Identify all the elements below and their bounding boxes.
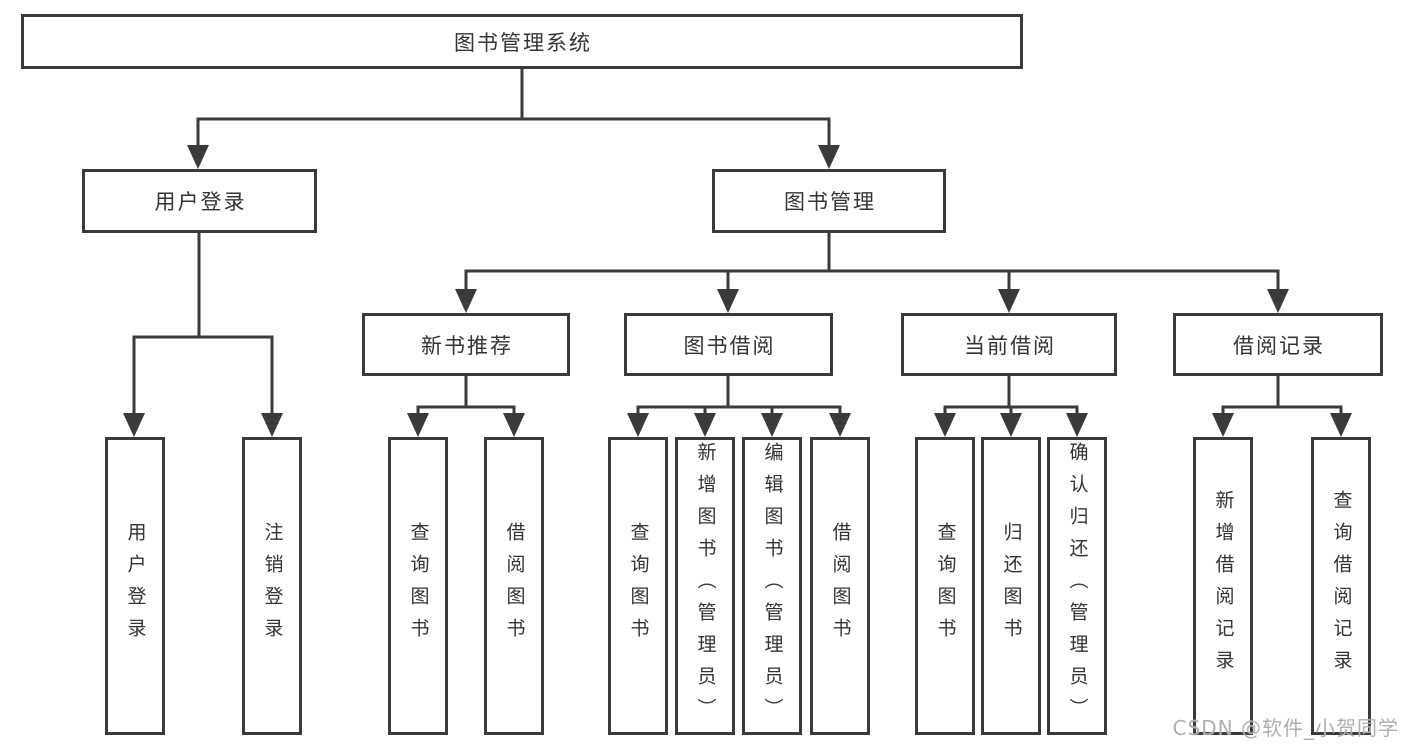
- node-user-login: 用户登录: [82, 169, 317, 233]
- leaf-add-book-admin: 新增图书（管理员）: [675, 437, 735, 735]
- connector-bookborrow-to-leaves: [636, 376, 842, 418]
- leaf-query-book: 查询图书: [388, 437, 448, 735]
- leaf-confirm-return-admin: 确认归还（管理员）: [1047, 437, 1107, 735]
- node-borrow-record: 借阅记录: [1173, 313, 1383, 376]
- node-current-borrow: 当前借阅: [901, 313, 1117, 376]
- connector-root-to-level2: [196, 69, 831, 150]
- connector-newbook-to-leaves: [416, 376, 516, 418]
- node-book-borrow: 图书借阅: [624, 313, 833, 376]
- csdn-watermark: CSDN @软件_小贺同学: [1172, 716, 1399, 740]
- node-library-management-system: 图书管理系统: [21, 14, 1023, 69]
- leaf-borrow-book: 借阅图书: [810, 437, 870, 735]
- connector-userlogin-to-leaves: [132, 233, 274, 418]
- node-new-book-recommend: 新书推荐: [362, 313, 570, 376]
- connector-borrowrecord-to-leaves: [1221, 376, 1343, 418]
- leaf-return-book: 归还图书: [981, 437, 1041, 735]
- leaf-query-borrow-record: 查询借阅记录: [1311, 437, 1371, 735]
- node-book-management: 图书管理: [712, 169, 946, 233]
- leaf-query-book: 查询图书: [608, 437, 668, 735]
- connector-currentborrow-to-leaves: [943, 376, 1079, 418]
- leaf-logout-login: 注销登录: [242, 437, 302, 735]
- leaf-user-login: 用户登录: [105, 437, 165, 735]
- leaf-add-borrow-record: 新增借阅记录: [1193, 437, 1253, 735]
- leaf-borrow-book: 借阅图书: [484, 437, 544, 735]
- leaf-edit-book-admin: 编辑图书（管理员）: [742, 437, 802, 735]
- connector-bookmgmt-to-level3: [464, 233, 1280, 294]
- leaf-query-book: 查询图书: [915, 437, 975, 735]
